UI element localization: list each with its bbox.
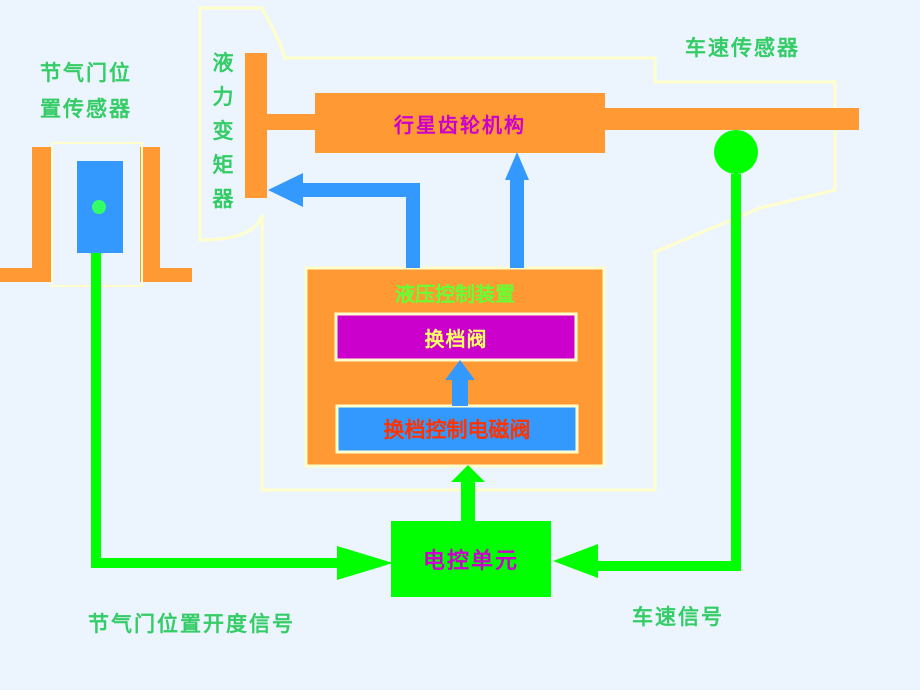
shift-solenoid-box [335, 404, 579, 454]
torque-converter-char: 液 [212, 51, 234, 75]
torque-converter-label: 液 力 变 矩 器 [205, 46, 241, 216]
torque-converter-char: 矩 [212, 153, 234, 177]
solenoid-valve-arrow-shaft [452, 378, 468, 406]
throttle-signal-line [91, 253, 340, 568]
speed-sensor-circle [714, 130, 758, 174]
torque-converter-bar [245, 53, 267, 198]
speed-sensor-label: 车速传感器 [685, 36, 800, 60]
torque-converter-char: 变 [212, 119, 234, 143]
solenoid-valve-arrowhead [445, 360, 475, 380]
hydraulic-gear-arrowhead [505, 152, 529, 180]
ecu-box [391, 521, 551, 597]
transmission-housing-outline [198, 6, 837, 492]
speed-signal-label: 车速信号 [632, 605, 724, 629]
ecu-hydraulic-arrow-shaft [461, 478, 475, 522]
throttle-sensor-label-line2: 置传感器 [40, 97, 132, 121]
input-shaft [267, 114, 317, 130]
shift-valve-label: 换档阀 [424, 326, 488, 351]
throttle-signal-arrowhead [337, 546, 393, 580]
speed-signal-line [595, 174, 741, 571]
torque-converter-char: 力 [212, 85, 234, 109]
hydraulic-gear-arrow-shaft [510, 178, 524, 268]
throttle-signal-label: 节气门位置开度信号 [88, 612, 295, 636]
speed-signal-arrowhead [553, 544, 598, 578]
throttle-sensor-dot [92, 200, 106, 214]
hydraulic-tc-arrowhead [268, 173, 303, 207]
planetary-gear-box [315, 93, 605, 153]
hydraulic-tc-arrow-shaft [300, 183, 420, 268]
throttle-sensor-label-line1: 节气门位 [40, 61, 132, 85]
ecu-label: 电控单元 [422, 549, 519, 574]
torque-converter-char: 器 [212, 187, 234, 211]
ecu-hydraulic-arrowhead [451, 465, 485, 482]
throttle-sensor [0, 142, 192, 287]
output-shaft [605, 108, 859, 130]
hydraulic-control-label: 液压控制装置 [395, 281, 515, 306]
shift-valve-box [334, 312, 578, 362]
planetary-gear-label: 行星齿轮机构 [394, 112, 526, 137]
throttle-sensor-outer [0, 147, 192, 282]
shift-solenoid-label: 换档控制电磁阀 [383, 418, 531, 442]
